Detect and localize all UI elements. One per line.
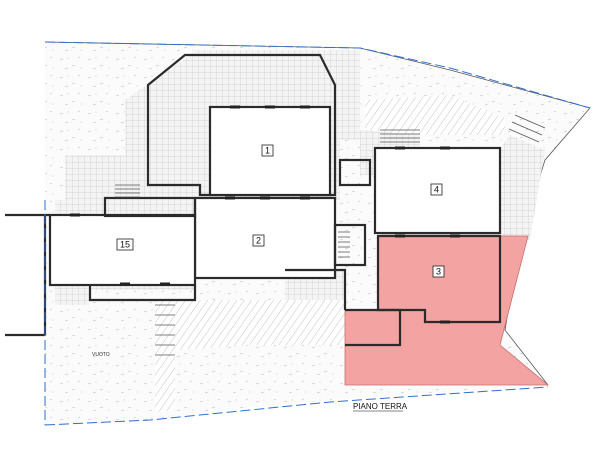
vuoto-label: VUOTO [92, 352, 110, 358]
garden-northwest [62, 55, 185, 150]
unit-label-3: 3 [432, 265, 445, 278]
window-marks [70, 105, 460, 324]
room-unit-2 [193, 196, 337, 280]
unit-label-1-text: 1 [265, 146, 270, 156]
terrace-hatch-north [365, 95, 505, 135]
stairs [115, 114, 546, 356]
unit-label-15: 15 [116, 238, 134, 251]
garden-southwest [45, 305, 155, 420]
unit-label-4: 4 [430, 183, 443, 196]
unit-label-15-text: 15 [120, 240, 130, 250]
unit-label-1: 1 [261, 144, 274, 157]
unit-label-4-text: 4 [434, 185, 439, 195]
terrace-hatch [160, 300, 345, 352]
unit-label-2-text: 2 [256, 236, 261, 246]
unit-label-2: 2 [252, 234, 265, 247]
ramp-hatch [155, 300, 175, 412]
unit-label-3-text: 3 [436, 267, 441, 277]
plan-title: PIANO TERRA [353, 402, 408, 411]
buildings [5, 53, 502, 347]
property-boundary [44, 41, 591, 426]
